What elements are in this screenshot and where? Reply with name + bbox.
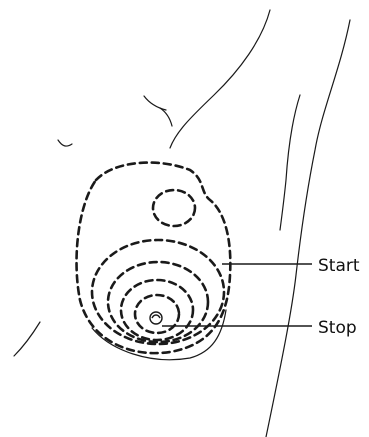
spiral-loop-1 <box>92 240 224 344</box>
armpit-line <box>144 96 166 110</box>
arm-contour <box>170 10 270 148</box>
nipple <box>150 312 162 324</box>
collar-mark <box>58 140 72 146</box>
start-label: Start <box>318 256 360 276</box>
stop-label: Stop <box>318 318 357 338</box>
spiral-loop-3 <box>121 280 193 340</box>
torso-right-contour <box>266 20 350 437</box>
spiral-loop-4 <box>135 295 179 333</box>
body-outline <box>14 10 350 437</box>
upper-dashed-circle <box>153 190 195 226</box>
armpit-detail <box>160 108 172 126</box>
exam-paths <box>77 163 231 354</box>
nipple-detail <box>152 315 160 318</box>
nipple-circle <box>150 312 162 324</box>
chest-left-contour <box>14 322 40 356</box>
torso-inner-contour <box>280 95 300 230</box>
